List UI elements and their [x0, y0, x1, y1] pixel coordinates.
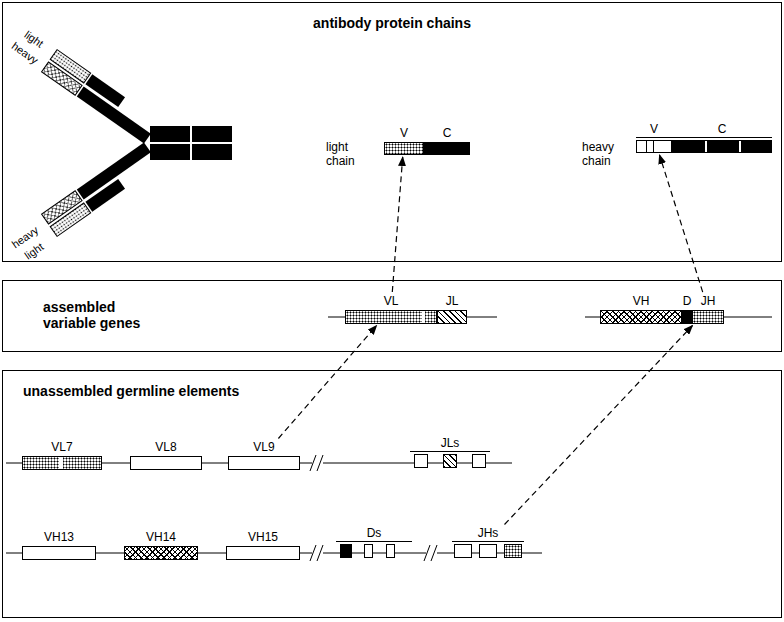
segment-label: D — [682, 294, 692, 308]
gene-segment: VH — [600, 294, 682, 324]
antibody-upper-arm — [42, 50, 160, 144]
gene-segment: VH14 — [124, 530, 198, 560]
segment-box — [340, 544, 352, 558]
segment-bar — [692, 310, 724, 324]
segment-bar — [672, 140, 772, 153]
segment-group: JHs — [452, 526, 524, 558]
panel-heading: assembled variable genes — [43, 299, 168, 331]
segment-row — [452, 544, 524, 558]
bracket-line — [452, 541, 524, 542]
bracket-line — [410, 451, 490, 452]
bracket-line — [336, 541, 412, 542]
gene-panel: antibody protein chainsVCVC — [2, 2, 782, 262]
segment-box — [364, 544, 373, 558]
dna-strand — [6, 317, 772, 553]
segment-bar — [345, 310, 437, 324]
segment-box — [386, 544, 395, 558]
dashed-arrow — [660, 155, 703, 292]
panel-heading: unassembled germline elements — [23, 383, 343, 399]
segment-label: VH13 — [22, 530, 96, 544]
segment-label: VL7 — [22, 440, 102, 454]
segment-label: VL9 — [228, 440, 300, 454]
panel-heading: antibody protein chains — [3, 15, 781, 31]
gene-segment: D — [682, 294, 692, 324]
segment-row — [410, 454, 490, 468]
segment-label: VL — [345, 294, 437, 308]
gene-segment: VL — [345, 294, 437, 324]
segment-box — [479, 544, 497, 558]
segment-label: V — [384, 126, 424, 140]
segment-bar — [22, 456, 102, 470]
segment-label: C — [672, 122, 772, 136]
segment-label: JHs — [452, 526, 524, 540]
segment-box — [454, 544, 472, 558]
segment-bar — [22, 546, 96, 560]
segment-label: V — [636, 122, 672, 136]
antibody-stem — [150, 126, 232, 160]
gene-segment: V — [384, 126, 424, 155]
segment-label: Ds — [336, 526, 412, 540]
segment-label: JL — [437, 294, 467, 308]
segment-row — [336, 544, 412, 558]
segment-bar — [384, 142, 424, 155]
gene-segment: VH15 — [226, 530, 300, 560]
segment-label: VL8 — [130, 440, 202, 454]
gene-segment: VL8 — [130, 440, 202, 470]
segment-group: JLs — [410, 436, 490, 468]
bracket-line — [636, 137, 672, 138]
gene-segment: VL7 — [22, 440, 102, 470]
dashed-arrow — [392, 157, 402, 292]
segment-bar — [228, 456, 300, 470]
gene-segment: C — [672, 122, 772, 153]
segment-bar — [424, 142, 470, 155]
segment-label: C — [424, 126, 470, 140]
dashed-arrow — [278, 326, 376, 439]
segment-box — [414, 454, 428, 468]
antibody-lower-arm — [42, 143, 160, 237]
gene-segment: VL9 — [228, 440, 300, 470]
gene-segment: JH — [692, 294, 724, 324]
gene-segment: C — [424, 126, 470, 155]
segment-box — [472, 454, 486, 468]
gene-segment: VH13 — [22, 530, 96, 560]
dashed-arrow — [505, 326, 693, 525]
segment-label: VH — [600, 294, 682, 308]
segment-label: VH15 — [226, 530, 300, 544]
segment-bar — [682, 310, 692, 324]
strand-break — [310, 455, 437, 561]
segment-bar — [130, 456, 202, 470]
segment-box — [504, 544, 522, 558]
segment-label: JLs — [410, 436, 490, 450]
gene-panel: unassembled germline elementsVL7 VL8 VL9 JL… — [2, 370, 782, 618]
segment-label: VH14 — [124, 530, 198, 544]
gene-panel: assembled variable genes VLJL VHDJH — [2, 280, 782, 352]
segment-bar — [636, 140, 672, 153]
segment-box — [443, 454, 457, 468]
segment-label: JH — [692, 294, 724, 308]
segment-bar — [437, 310, 467, 324]
gene-segment: V — [636, 122, 672, 153]
segment-bar — [124, 546, 198, 560]
segment-bar — [600, 310, 682, 324]
segment-bar — [226, 546, 300, 560]
bracket-line — [672, 137, 772, 138]
chain-name: heavy chain — [582, 140, 632, 168]
segment-group: Ds — [336, 526, 412, 558]
gene-segment: JL — [437, 294, 467, 324]
chain-name: light chain — [326, 140, 376, 168]
